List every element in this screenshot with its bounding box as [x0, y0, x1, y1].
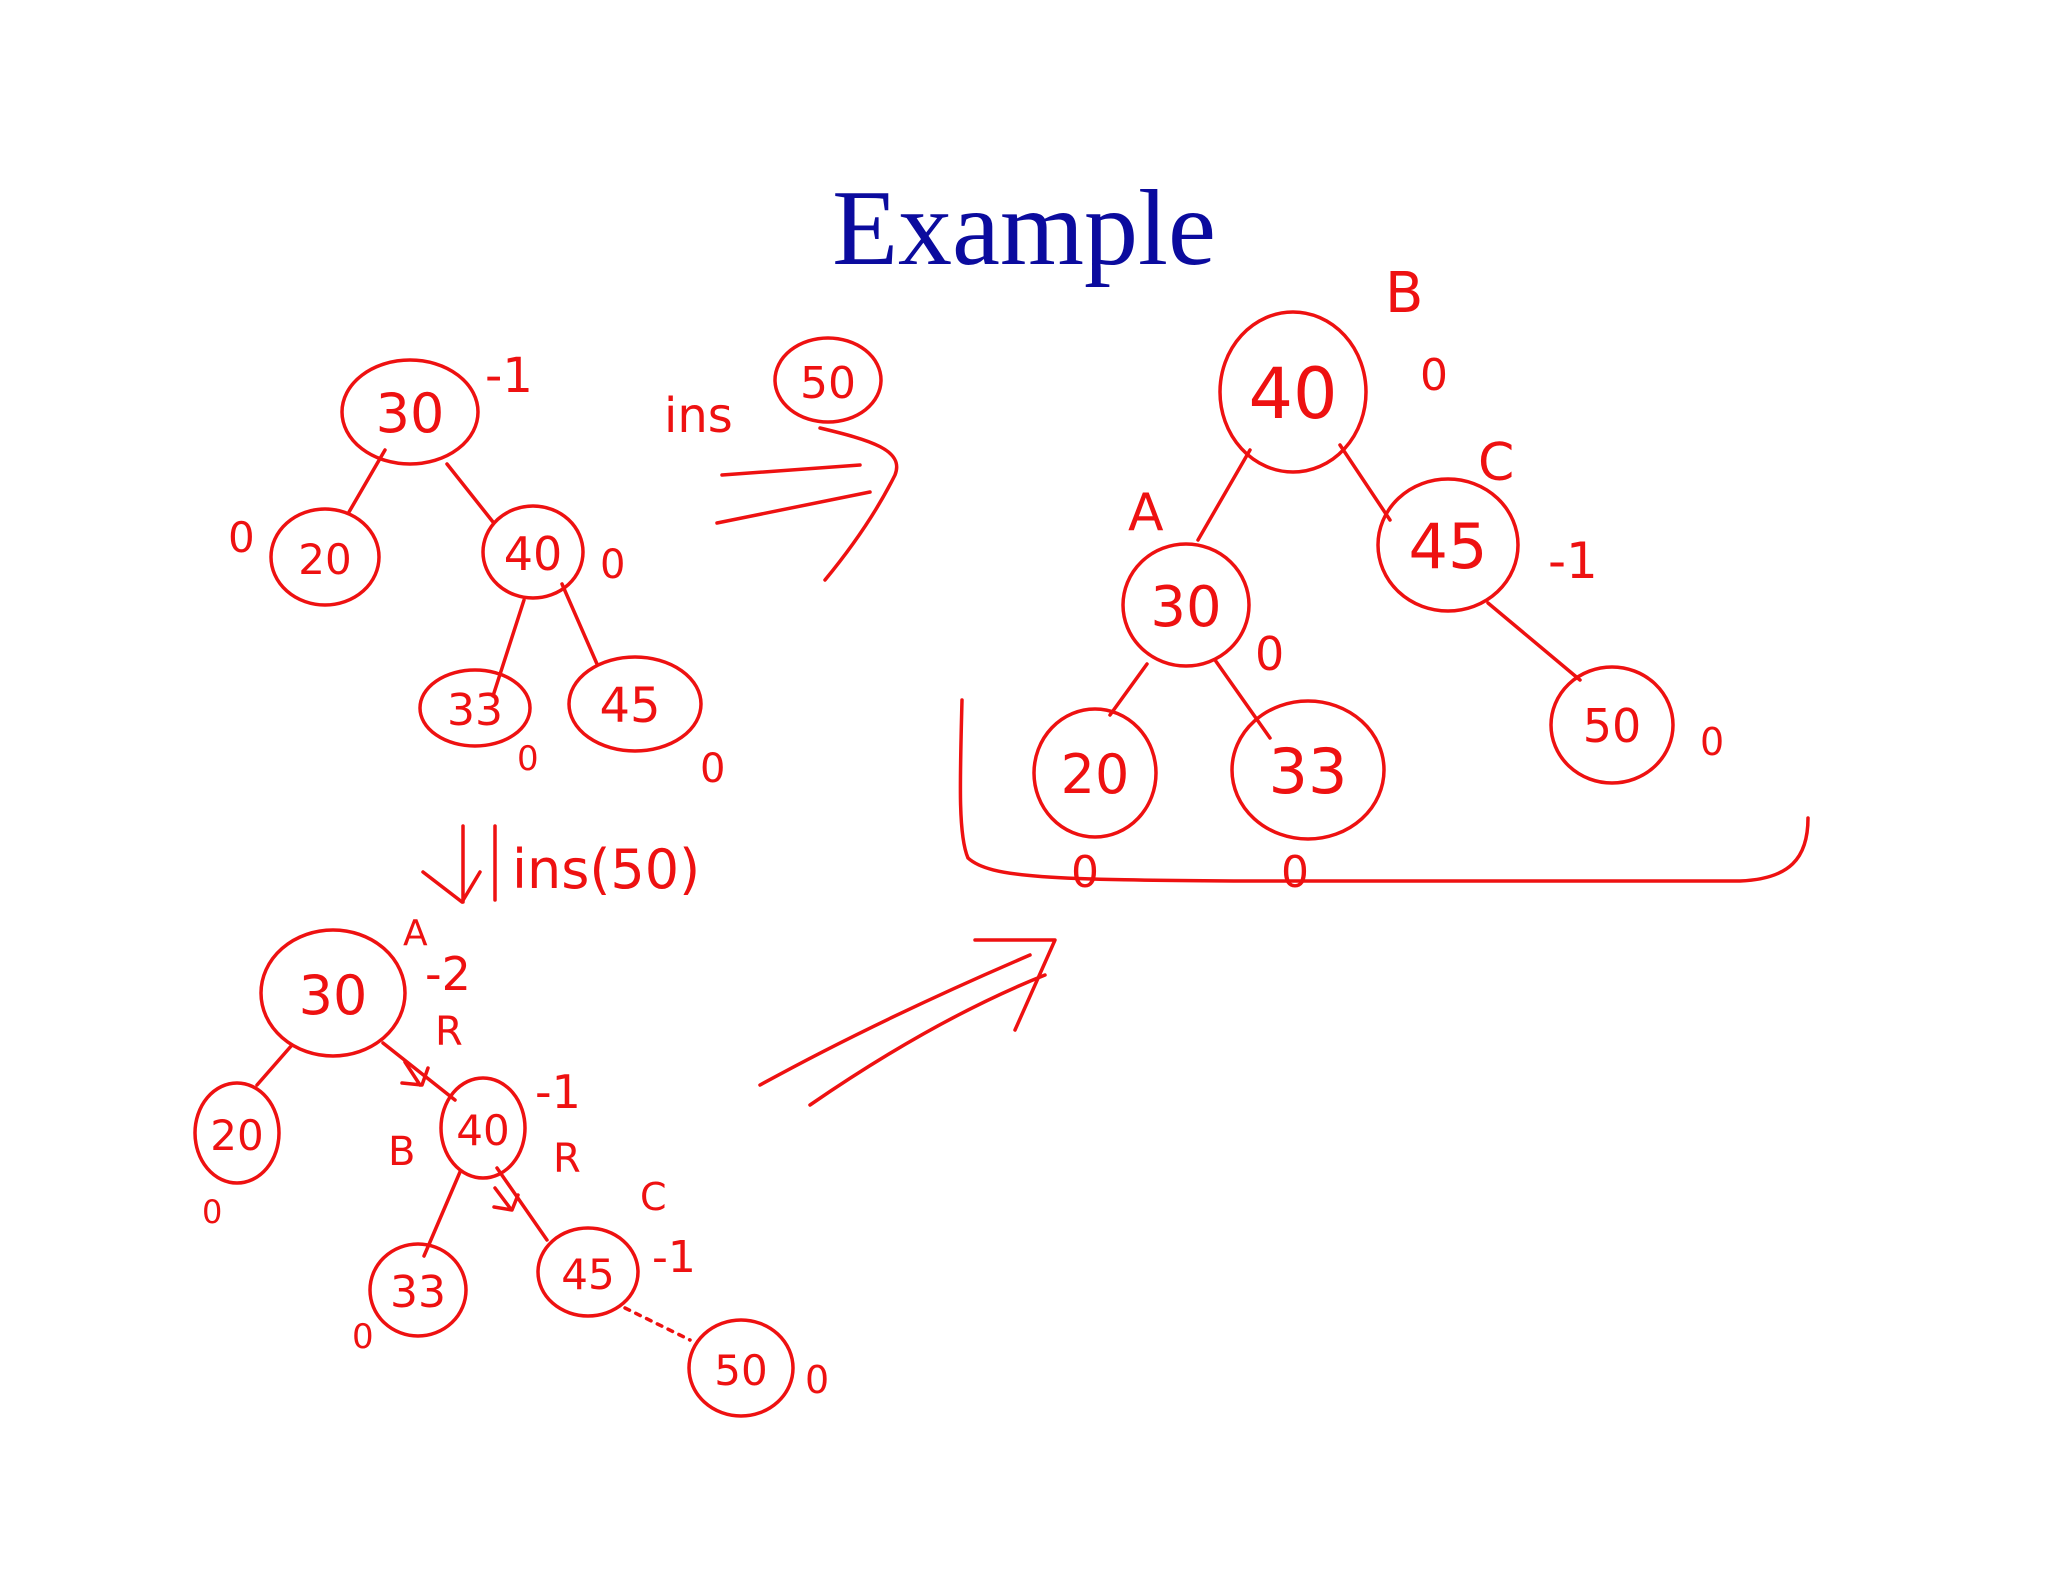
balance-factor: 0	[1071, 847, 1099, 898]
node-key: 20	[1061, 743, 1130, 806]
node-tag: A	[1128, 483, 1164, 543]
insert-annotation: ins 50	[664, 336, 883, 444]
insert-value: 50	[800, 358, 856, 409]
edge	[1338, 443, 1392, 522]
tree-initial: 30 20 40 33 45 -1 0 0 0 0	[228, 348, 725, 792]
node-key: 45	[599, 678, 660, 734]
rotation-direction-arrow	[492, 1186, 520, 1212]
balance-factor: -2	[425, 947, 471, 1001]
implies-arrow	[715, 426, 899, 582]
rotation-arrow	[758, 938, 1057, 1107]
node-key: 33	[1269, 735, 1348, 808]
edge	[560, 582, 599, 666]
edge	[491, 598, 526, 698]
tree-node	[439, 1076, 527, 1180]
edge	[1486, 601, 1582, 682]
edge	[495, 1166, 549, 1242]
balance-factor: -1	[652, 1232, 696, 1283]
tree-node	[1376, 477, 1520, 613]
edge	[623, 1306, 692, 1342]
edge	[255, 1043, 294, 1087]
node-key: 50	[1583, 699, 1642, 753]
tree-node	[536, 1226, 640, 1318]
tree-node	[567, 655, 703, 753]
insert-value-circle	[773, 336, 883, 424]
edge	[1213, 658, 1272, 740]
node-key: 40	[504, 527, 563, 581]
balance-factor: 0	[1420, 350, 1448, 401]
tree-node	[1218, 310, 1368, 474]
insert-call: ins(50)	[512, 838, 700, 901]
edge	[422, 1170, 462, 1258]
node-key: 40	[456, 1106, 509, 1155]
balance-factor: 0	[352, 1317, 374, 1357]
node-key: 33	[390, 1267, 446, 1318]
balance-factor: 0	[1281, 847, 1309, 898]
edge	[1108, 662, 1149, 717]
tree-node	[687, 1318, 795, 1418]
balance-factor: 0	[202, 1193, 222, 1231]
tree-node	[1230, 699, 1386, 841]
tree-node	[368, 1242, 468, 1338]
rotation-direction-arrow	[400, 1060, 430, 1087]
balance-factor: -1	[1548, 532, 1598, 590]
balance-factor: 0	[700, 746, 725, 792]
node-key: 30	[299, 964, 368, 1027]
balance-factor: 0	[805, 1358, 829, 1402]
tree-node	[269, 507, 381, 607]
node-tag: C	[1478, 433, 1514, 493]
edge	[1196, 448, 1252, 542]
tree-node	[481, 504, 585, 600]
insert-note: ins	[664, 388, 733, 444]
tree-node	[1032, 707, 1158, 839]
tree-node	[1549, 665, 1675, 785]
balance-factor: 0	[517, 739, 539, 779]
rotation-direction: R	[435, 1009, 463, 1055]
edge	[445, 462, 495, 524]
node-key: 20	[298, 535, 351, 584]
balance-factor: -1	[485, 348, 533, 404]
tree-rebalanced: 40 30 45 20 33 50 B A C 0 0 -1 0 0 0	[958, 261, 1810, 898]
tree-node	[340, 358, 480, 466]
node-key: 30	[1150, 575, 1221, 640]
node-key: 20	[210, 1111, 263, 1160]
edge	[381, 1041, 457, 1102]
node-key: 45	[1409, 510, 1488, 583]
rotation-direction: R	[553, 1136, 581, 1182]
node-key: 45	[561, 1250, 614, 1299]
tree-node	[418, 668, 532, 748]
node-key: 33	[447, 685, 503, 736]
down-arrow: ins(50)	[421, 824, 700, 904]
balance-factor: -1	[535, 1065, 581, 1119]
balance-factor: 0	[1700, 720, 1724, 764]
tree-node	[193, 1081, 281, 1185]
balance-factor: 0	[600, 542, 625, 588]
node-tag: B	[388, 1129, 415, 1175]
tree-node	[1121, 542, 1251, 668]
edge	[347, 448, 387, 514]
node-key: 50	[714, 1346, 767, 1395]
node-tag: C	[640, 1175, 667, 1219]
tree-after-insert: 30 20 40 33 45 50 A B C R R -2 0 -1 0 -1…	[193, 913, 829, 1418]
node-tag: A	[403, 913, 428, 954]
node-tag: B	[1385, 261, 1423, 326]
balance-factor: 0	[228, 513, 255, 562]
slide-title: Example	[832, 169, 1216, 288]
tree-node	[259, 928, 407, 1058]
node-key: 30	[376, 382, 445, 445]
subtree-bracket	[958, 698, 1810, 883]
node-key: 40	[1248, 353, 1337, 435]
balance-factor: 0	[1255, 627, 1284, 681]
